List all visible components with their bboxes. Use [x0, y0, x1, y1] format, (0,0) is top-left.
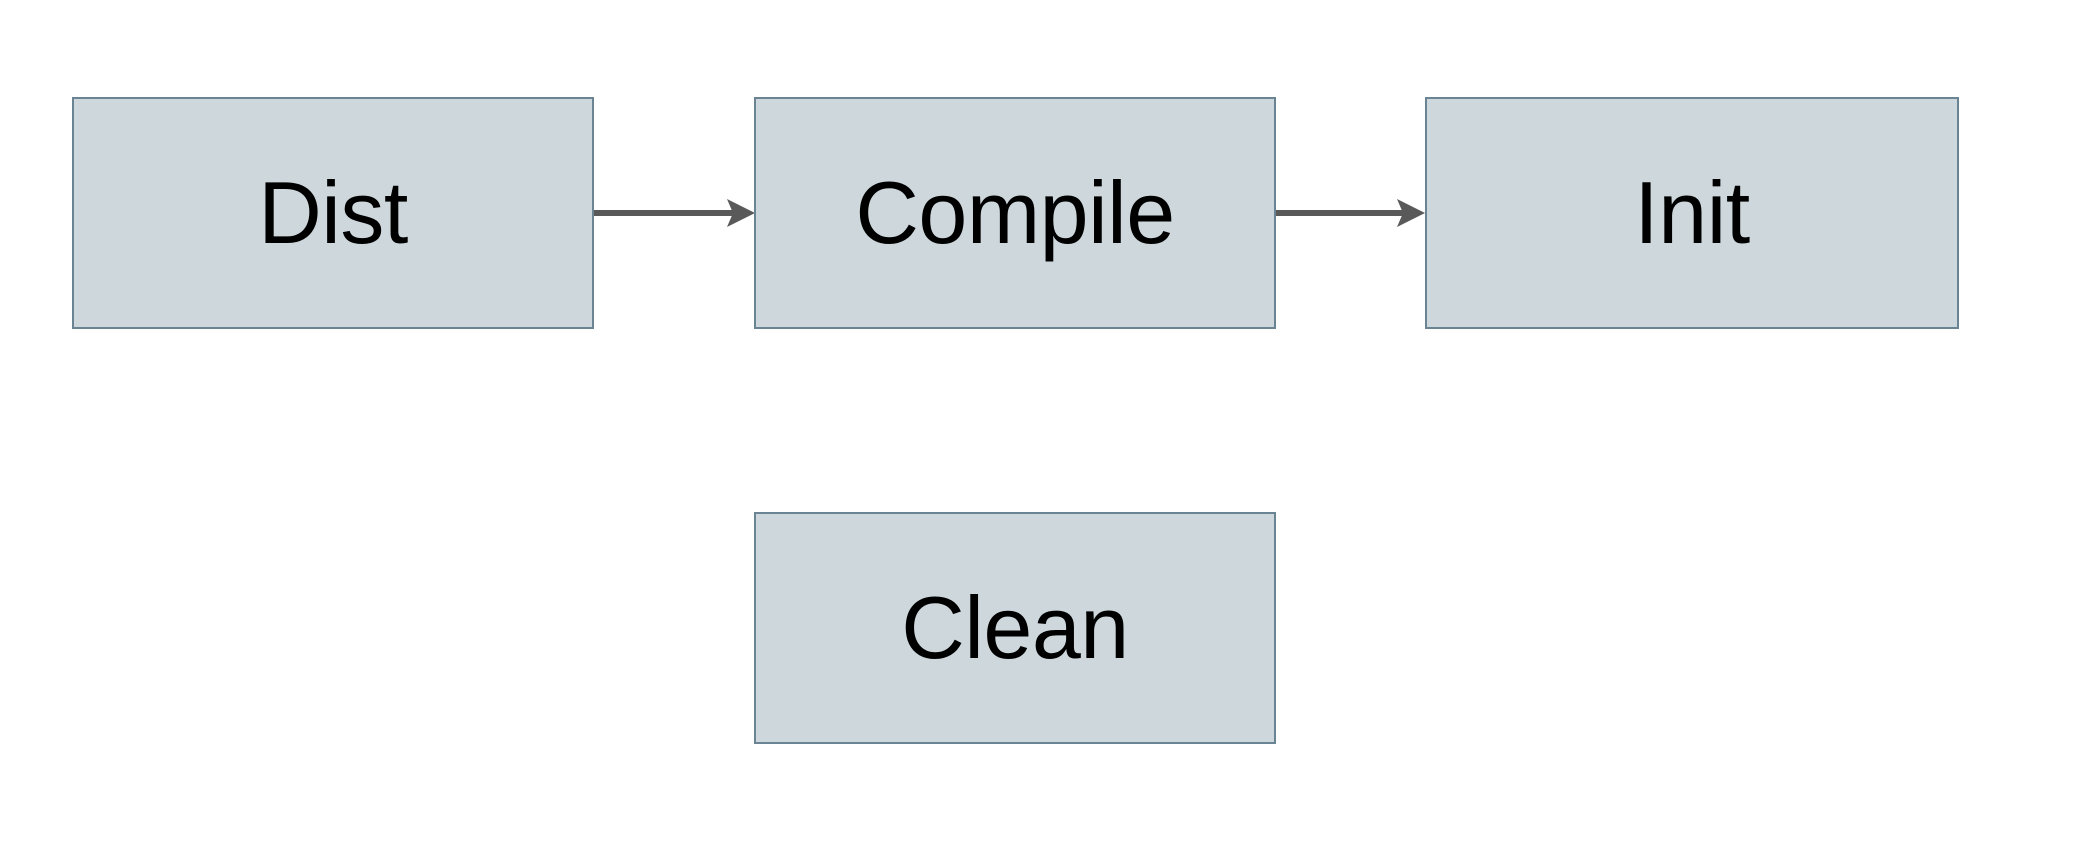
edge-dist-to-compile — [594, 199, 755, 227]
node-dist[interactable]: Dist — [72, 97, 594, 329]
arrowhead-icon — [727, 199, 755, 227]
edge-compile-to-init — [1276, 199, 1425, 227]
node-init[interactable]: Init — [1425, 97, 1959, 329]
node-label: Clean — [901, 578, 1129, 677]
node-label: Compile — [855, 163, 1175, 262]
node-compile[interactable]: Compile — [754, 97, 1276, 329]
node-label: Init — [1634, 163, 1750, 262]
node-label: Dist — [258, 163, 408, 262]
node-clean[interactable]: Clean — [754, 512, 1276, 744]
arrowhead-icon — [1397, 199, 1425, 227]
